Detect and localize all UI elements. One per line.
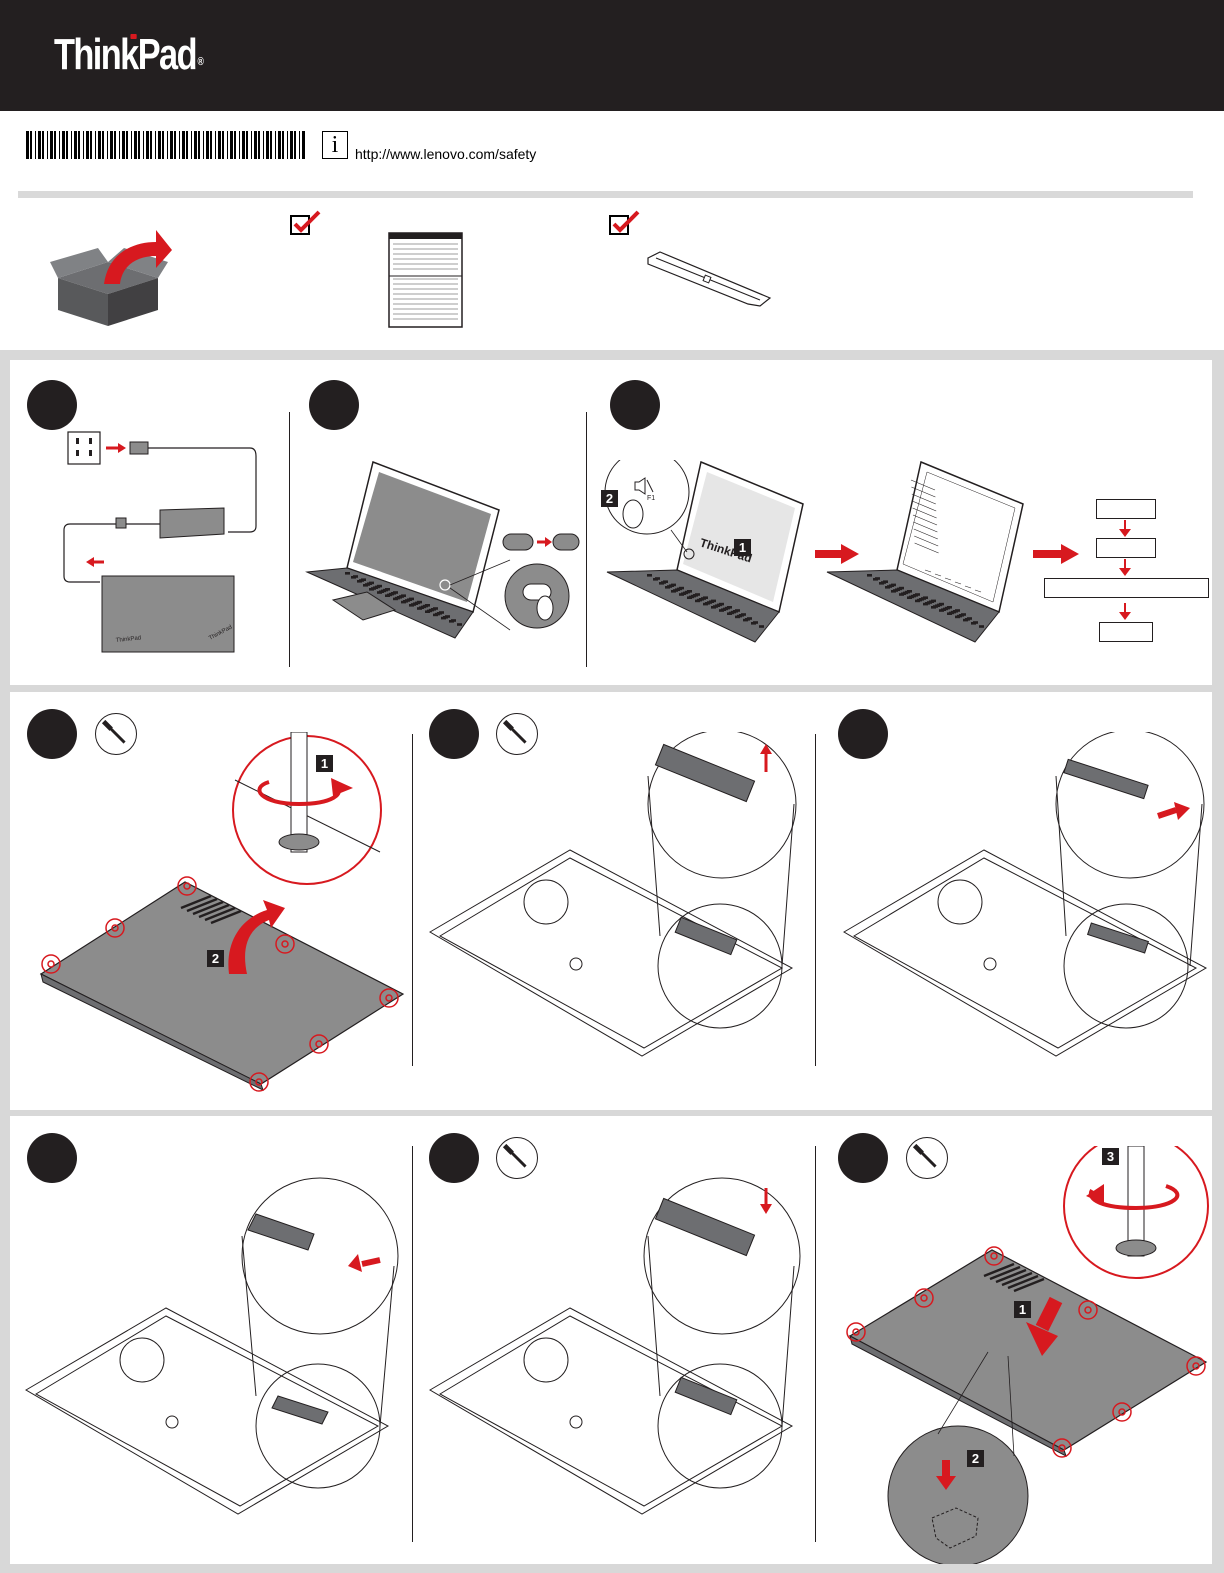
flow-arrow-icon (1119, 603, 1131, 620)
step3-badge-2: 2 (601, 490, 618, 507)
svg-text:F1: F1 (647, 495, 655, 502)
svg-text:ThinkPad: ThinkPad (116, 635, 142, 644)
brand-name: ThinkPad (54, 30, 198, 79)
memory-screw-removal-illustration (429, 732, 797, 1057)
safety-url-link[interactable]: http://www.lenovo.com/safety (355, 146, 537, 162)
bios-setup-illustration: ThinkPad F1 (604, 460, 1079, 643)
steps-panel-setup: ThinkPad ThinkPad (10, 360, 1212, 685)
step9-badge-1: 1 (1014, 1301, 1031, 1318)
screwdriver-icon (496, 713, 538, 755)
step-6-marker (838, 709, 888, 759)
bottom-cover-removal-illustration (39, 732, 405, 1092)
step9-badge-3: 3 (1102, 1148, 1119, 1165)
flow-box-2 (1096, 538, 1156, 558)
flow-arrow-icon (1119, 559, 1131, 576)
flow-box-1 (1096, 499, 1156, 519)
step-9-marker (838, 1133, 888, 1183)
divider (586, 412, 587, 667)
logo-red-dot (130, 34, 137, 39)
bottom-cover-install-illustration (846, 1146, 1209, 1564)
memory-module-icon (647, 251, 772, 307)
divider (412, 734, 413, 1066)
steps-panel-installation: 3 1 2 (10, 1116, 1212, 1564)
step-1-marker (27, 380, 77, 430)
step4-badge-2: 2 (207, 950, 224, 967)
memory-screw-install-illustration (429, 1177, 801, 1515)
step-8-marker (429, 1133, 479, 1183)
flow-box-3 (1044, 578, 1209, 598)
screwdriver-icon (906, 1137, 948, 1179)
thinkpad-logo: ThinkPad® (54, 30, 204, 80)
screwdriver-icon (496, 1137, 538, 1179)
steps-frame: ThinkPad ThinkPad (0, 350, 1224, 1573)
steps-panel-removal: 1 2 (10, 692, 1212, 1110)
checkmark-icon (290, 210, 321, 235)
info-icon: i (322, 131, 348, 159)
laptop-power-on-illustration (305, 460, 580, 639)
registered-mark: ® (197, 56, 204, 68)
divider (815, 1146, 816, 1542)
divider (815, 734, 816, 1066)
open-box-icon (50, 230, 172, 326)
divider (412, 1146, 413, 1542)
documentation-booklet-icon (388, 232, 463, 328)
step3-badge-1: 1 (734, 539, 751, 556)
step-4-marker (27, 709, 77, 759)
flow-arrow-icon (1119, 520, 1131, 537)
step-2-marker (309, 380, 359, 430)
barcode (26, 131, 305, 159)
power-adapter-illustration: ThinkPad ThinkPad (63, 431, 257, 653)
step-5-marker (429, 709, 479, 759)
divider (289, 412, 290, 667)
step9-badge-2: 2 (967, 1450, 984, 1467)
step-7-marker (27, 1133, 77, 1183)
step-3-marker (610, 380, 660, 430)
memory-module-install-illustration (25, 1177, 399, 1515)
step4-badge-1: 1 (316, 755, 333, 772)
memory-module-removal-illustration (843, 732, 1208, 1057)
screwdriver-icon (95, 713, 137, 755)
checkmark-icon (609, 210, 640, 235)
header-bar: ThinkPad® (0, 0, 1224, 111)
flow-box-4 (1099, 622, 1153, 642)
top-divider (18, 191, 1193, 198)
